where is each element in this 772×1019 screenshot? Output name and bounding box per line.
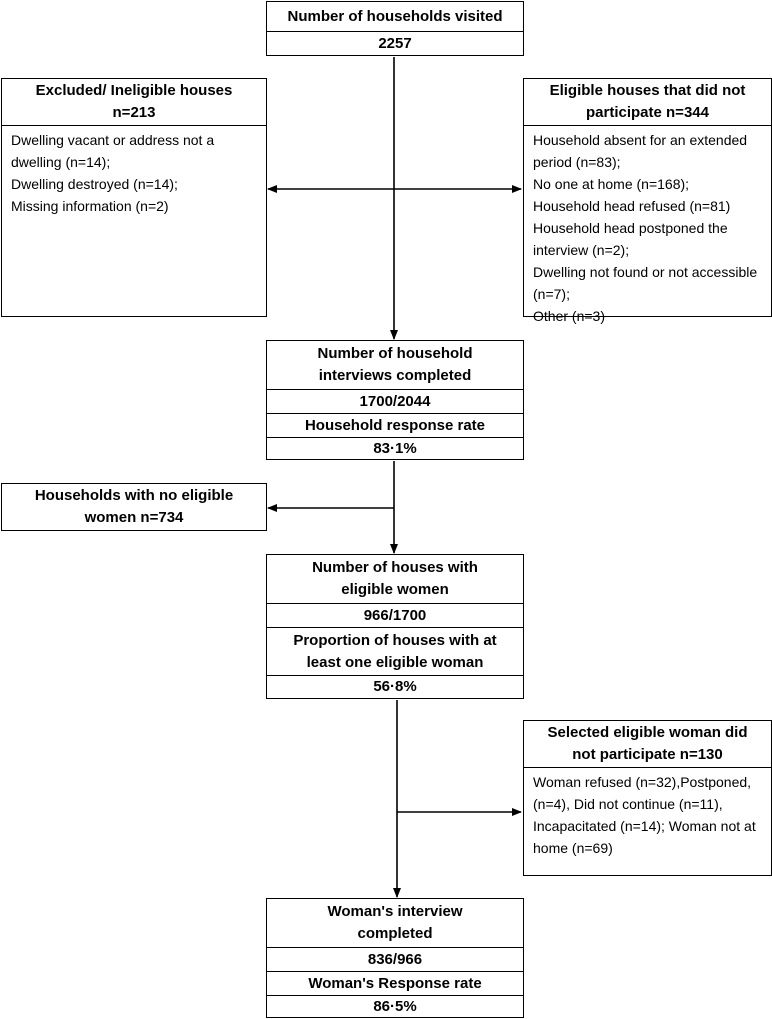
households-visited-label: Number of households visited	[287, 7, 503, 25]
excluded-box: Excluded/ Ineligible houses n=213 Dwelli…	[1, 78, 267, 317]
list-item: Dwelling destroyed (n=14);	[11, 176, 178, 192]
nonparticipating-title: Eligible houses that did not participate…	[524, 79, 771, 126]
household-interviews-box: Number of household interviews completed…	[266, 340, 524, 460]
woman-nonparticipation-text: Woman refused (n=32),Postponed, (n=4), D…	[533, 774, 756, 856]
list-item: Dwelling not found or not accessible (n=…	[533, 264, 758, 302]
eligible-proportion-value: 56·8%	[267, 675, 523, 698]
excluded-list: Dwelling vacant or address not a dwellin…	[2, 126, 266, 217]
household-interviews-label: Number of household interviews completed	[317, 345, 473, 384]
eligible-houses-box: Number of houses with eligible women 966…	[266, 554, 524, 699]
list-item: Missing information (n=2)	[11, 198, 169, 214]
no-eligible-women-box: Households with no eligible women n=734	[1, 483, 267, 531]
excluded-title: Excluded/ Ineligible houses n=213	[2, 79, 266, 126]
list-item: Other (n=3)	[533, 308, 605, 324]
list-item: Dwelling vacant or address not a dwellin…	[11, 132, 215, 170]
household-response-rate-label: Household response rate	[267, 413, 523, 437]
woman-response-rate-value: 86·5%	[267, 995, 523, 1017]
household-interviews-value: 1700/2044	[267, 389, 523, 413]
woman-interview-label: Woman's interview completed	[327, 903, 463, 942]
woman-nonparticipation-box: Selected eligible woman did not particip…	[523, 720, 772, 876]
no-eligible-women-label: Households with no eligible women n=734	[34, 487, 234, 526]
woman-response-rate-label: Woman's Response rate	[267, 971, 523, 995]
household-response-rate-value: 83·1%	[267, 437, 523, 459]
nonparticipating-list: Household absent for an extended period …	[524, 126, 771, 327]
nonparticipating-box: Eligible houses that did not participate…	[523, 78, 772, 324]
eligible-houses-value: 966/1700	[267, 603, 523, 627]
woman-interview-value: 836/966	[267, 947, 523, 971]
list-item: Household head refused (n=81)	[533, 198, 731, 214]
eligible-houses-label: Number of houses with eligible women	[312, 559, 478, 598]
eligible-proportion-label: Proportion of houses with at least one e…	[267, 627, 523, 675]
households-visited-box: Number of households visited 2257	[266, 1, 524, 56]
households-visited-value: 2257	[267, 31, 523, 55]
list-item: Household head postponed the interview (…	[533, 220, 728, 258]
woman-interview-box: Woman's interview completed 836/966 Woma…	[266, 898, 524, 1018]
list-item: Household absent for an extended period …	[533, 132, 748, 170]
woman-nonparticipation-title: Selected eligible woman did not particip…	[524, 721, 771, 768]
list-item: No one at home (n=168);	[533, 176, 690, 192]
